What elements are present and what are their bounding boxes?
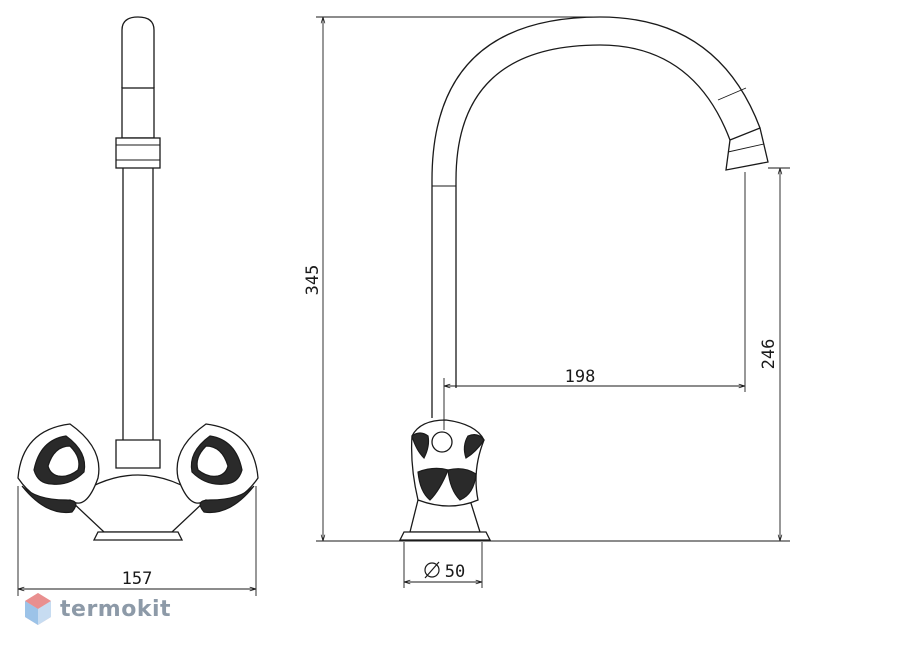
front-base-plate [92,531,184,541]
side-handle-cap-icon [431,431,453,453]
side-nozzle [725,127,769,171]
brand-logo: termokit [24,592,171,626]
front-right-handle [176,423,259,514]
brand-hexagon-icon [25,593,51,625]
dimension-width-label: 157 [122,569,153,589]
front-collar [115,439,161,469]
front-spout-upper [121,87,155,139]
side-base-plate [398,531,492,541]
front-view: 157 [17,16,259,596]
dimension-height-outlet-label: 246 [759,339,779,370]
side-handle [410,419,485,507]
dimension-reach-label: 198 [565,367,596,387]
front-aerator [115,137,161,169]
front-spout-tip [121,16,155,88]
side-view: 345 246 198 50 [303,16,790,588]
diameter-symbol-icon [424,561,440,579]
dimension-height-total-label: 345 [303,265,323,296]
dimension-diameter-label: 50 [445,562,465,582]
side-spout-inner [455,44,731,388]
side-spout-outer [431,16,761,418]
brand-name: termokit [60,596,172,622]
front-left-handle [17,423,100,514]
